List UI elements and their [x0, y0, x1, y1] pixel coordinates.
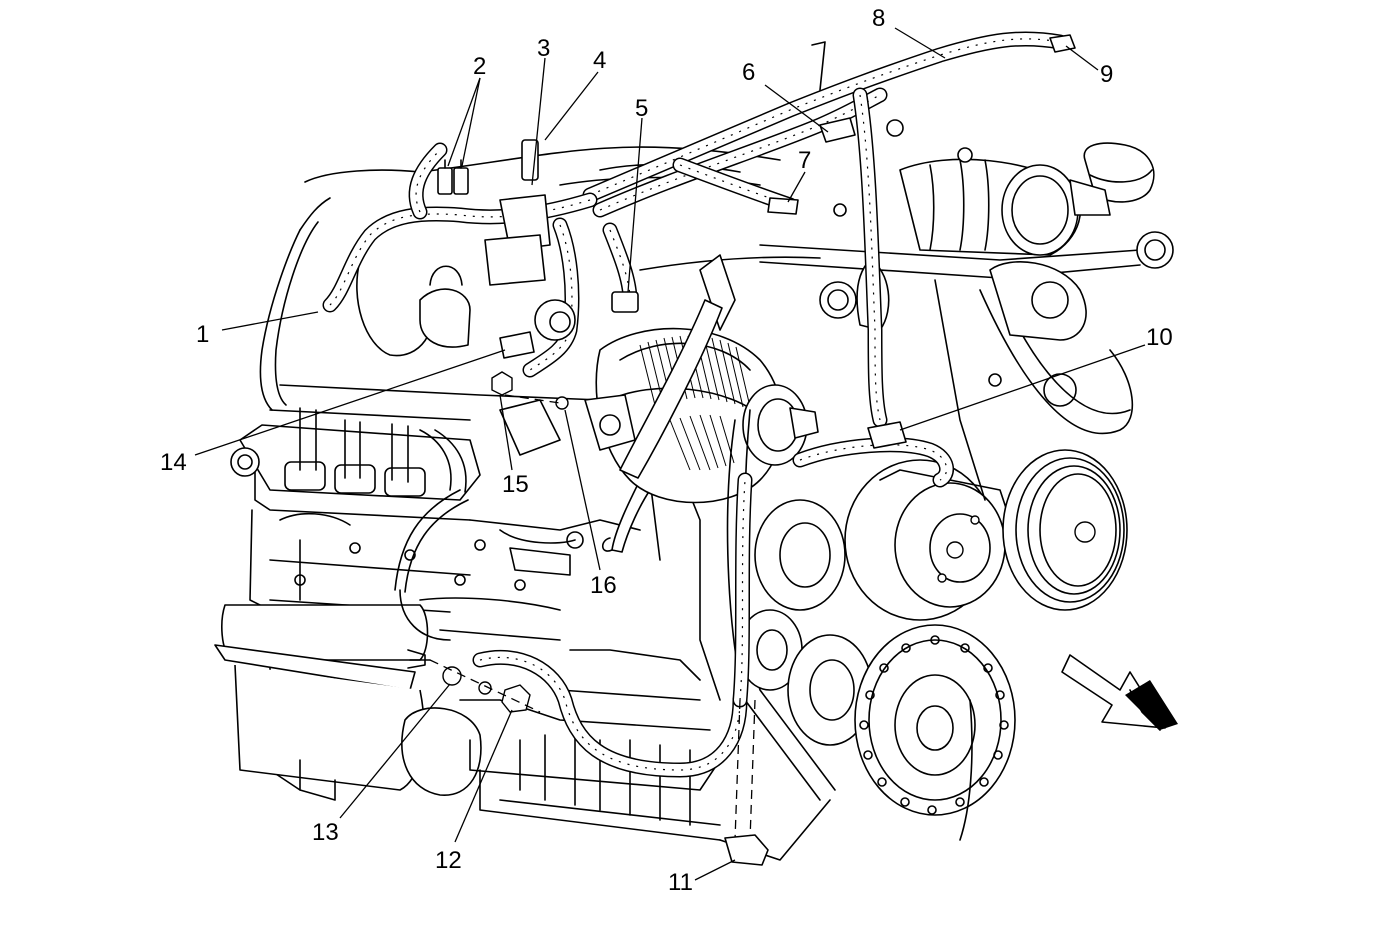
callout-2: 2: [473, 53, 486, 80]
leader-7: [787, 171, 806, 203]
callout-5: 5: [635, 95, 648, 122]
leader-8: [894, 27, 946, 59]
connector-5: [611, 291, 639, 313]
connector-10: [867, 421, 907, 449]
front-accessory-drive: [726, 289, 1134, 841]
callout-14: 14: [160, 449, 187, 476]
air-intake: [759, 41, 1174, 501]
front-of-vehicle-arrow-icon: [1061, 654, 1178, 731]
callout-1: 1: [196, 321, 209, 348]
callout-11: 11: [668, 869, 693, 896]
harness-bracket-11: [724, 834, 769, 866]
callout-12: 12: [435, 847, 462, 874]
callout-labels: 1 2 3 4 5 6 7 8 9 10 11 12 13 14 15 16: [160, 5, 1173, 896]
leader-5: [627, 117, 643, 293]
leader-11: [694, 859, 736, 881]
leader-15: [499, 394, 513, 471]
leader-13: [339, 683, 451, 819]
leader-2b: [461, 77, 481, 167]
leader-4: [544, 71, 599, 141]
connector-6: [819, 117, 856, 143]
leader-10: [899, 344, 1146, 431]
leader-lines: [194, 27, 1146, 881]
alternator: [584, 254, 819, 504]
leader-2a: [447, 77, 481, 167]
leader-12: [454, 709, 513, 843]
connector-14: [499, 331, 535, 359]
damper-holes: [859, 635, 1009, 815]
callout-7: 7: [798, 147, 811, 174]
callout-10: 10: [1146, 324, 1173, 351]
connector-7: [767, 197, 799, 215]
leader-16: [564, 409, 601, 571]
callout-15: 15: [502, 471, 529, 498]
callout-6: 6: [742, 59, 755, 86]
callout-9: 9: [1100, 61, 1113, 88]
leader-9: [1065, 45, 1099, 71]
leader-6: [764, 84, 829, 133]
callout-3: 3: [537, 35, 550, 62]
connector-2a: [437, 167, 453, 195]
terminal-13: [442, 666, 462, 686]
leader-3: [531, 57, 546, 186]
leader-1: [221, 311, 319, 331]
connector-2b: [453, 167, 469, 195]
nut-12: [501, 684, 531, 713]
callout-8: 8: [872, 5, 885, 32]
leader-14: [194, 349, 506, 456]
callout-16: 16: [590, 572, 617, 599]
callout-4: 4: [593, 47, 606, 74]
nut-15: [491, 371, 513, 396]
callout-13: 13: [312, 819, 339, 846]
